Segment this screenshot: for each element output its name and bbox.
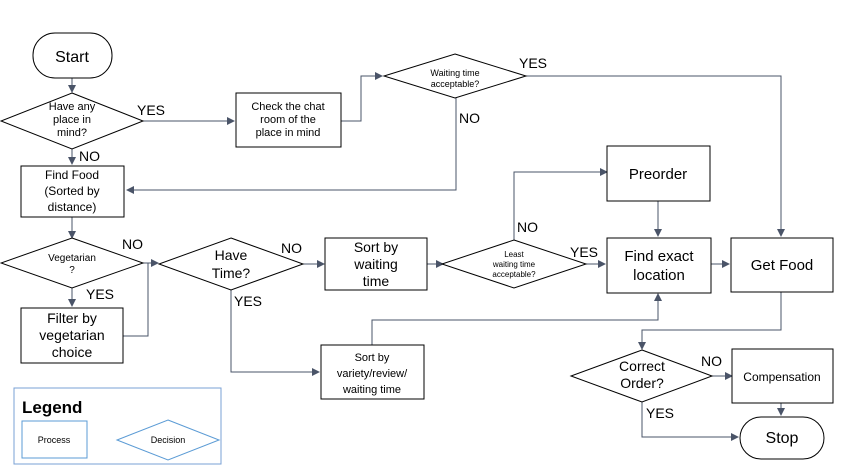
correct-no-label: NO: [701, 353, 722, 369]
edge-waiting-yes-to-get-food: [526, 75, 785, 237]
filter-veg-process: [20, 307, 124, 364]
sort-waiting-label-1: Sort by: [354, 239, 398, 255]
least-no-label: NO: [517, 219, 538, 235]
find-food-label-1: Find Food: [45, 168, 99, 182]
vegetarian-label-2: ?: [69, 265, 75, 276]
get-food-process: [730, 237, 834, 293]
edge-check-chat-to-waiting: [341, 72, 383, 122]
time-no-label: NO: [281, 240, 302, 256]
preorder-process: [606, 145, 711, 202]
have-time-label-1: Have: [215, 247, 248, 263]
connectors: [68, 72, 785, 441]
waiting-acceptable-decision: [382, 53, 528, 99]
compensation-process: [731, 348, 834, 404]
legend-decision-label: Decision: [151, 435, 186, 445]
sort-waiting-process: [324, 237, 428, 291]
veg-no-label: NO: [122, 236, 143, 252]
find-food-process: [20, 165, 125, 218]
find-food-label-3: distance): [48, 200, 97, 214]
edge-waiting-no-to-find-food: [126, 98, 457, 194]
have-place-label-3: mind?: [57, 127, 87, 139]
sort-variety-label-1: Sort by: [355, 352, 390, 364]
waiting-yes-label: YES: [519, 55, 547, 71]
edge-least-no-to-preorder: [513, 168, 608, 240]
check-chat-process: [235, 92, 342, 148]
find-location-label-1: Find exact: [624, 248, 694, 265]
least-yes-label: YES: [570, 244, 598, 260]
time-yes-label: YES: [234, 293, 262, 309]
waiting-no-label: NO: [459, 110, 480, 126]
waiting-label-1: Waiting time: [430, 68, 479, 78]
edge-filter-to-have-time: [123, 263, 149, 337]
have-place-label-1: Have any: [49, 101, 96, 113]
waiting-label-2: acceptable?: [431, 79, 480, 89]
sort-waiting-label-2: waiting: [353, 256, 398, 272]
legend-process-shape: [21, 420, 88, 459]
legend-process-label: Process: [38, 435, 71, 445]
veg-yes-label: YES: [86, 286, 114, 302]
filter-veg-label-1: Filter by: [47, 310, 97, 326]
least-waiting-decision: [440, 239, 588, 289]
have-place-yes-label: YES: [137, 102, 165, 118]
least-waiting-label-1: Least: [504, 250, 524, 259]
have-time-decision: [157, 237, 305, 291]
preorder-label: Preorder: [629, 166, 687, 183]
have-time-label-2: Time?: [212, 265, 251, 281]
filter-veg-label-3: choice: [52, 344, 93, 360]
legend-title: Legend: [22, 398, 82, 417]
start-terminal: [32, 32, 113, 79]
filter-veg-label-2: vegetarian: [39, 327, 104, 343]
have-place-label-2: place in: [53, 114, 91, 126]
sort-waiting-label-3: time: [363, 273, 390, 289]
legend-decision-shape: [115, 419, 221, 461]
edge-sort-variety-to-find-location: [371, 293, 662, 345]
have-place-no-label: NO: [79, 148, 100, 164]
check-chat-label-1: Check the chat: [251, 101, 324, 113]
get-food-label: Get Food: [751, 257, 814, 274]
check-chat-label-2: room of the: [260, 114, 316, 126]
find-location-process: [606, 237, 712, 294]
vegetarian-label-1: Vegetarian: [48, 253, 96, 264]
sort-variety-label-2: variety/review/: [337, 368, 408, 380]
sort-variety-process: [320, 344, 425, 400]
correct-yes-label: YES: [646, 405, 674, 421]
compensation-label: Compensation: [743, 370, 820, 384]
correct-order-decision: [569, 349, 714, 403]
start-label: Start: [55, 49, 89, 66]
stop-label: Stop: [766, 430, 799, 447]
least-waiting-label-2: waiting time: [492, 260, 536, 269]
edge-correct-yes-to-stop: [641, 401, 739, 441]
sort-variety-label-3: waiting time: [342, 384, 401, 396]
check-chat-label-3: place in mind: [256, 127, 321, 139]
legend: Legend Process Decision: [13, 387, 222, 465]
correct-order-label-2: Order?: [620, 375, 664, 391]
correct-order-label-1: Correct: [619, 358, 665, 374]
find-location-label-2: location: [633, 267, 685, 284]
vegetarian-decision: [0, 237, 145, 289]
stop-terminal: [739, 416, 825, 460]
edge-get-food-to-correct-order: [638, 292, 782, 350]
have-place-decision: [0, 92, 145, 150]
least-waiting-label-3: acceptable?: [492, 270, 536, 279]
find-food-label-2: (Sorted by: [44, 184, 99, 198]
edge-have-time-yes-to-sort-variety: [230, 288, 320, 376]
